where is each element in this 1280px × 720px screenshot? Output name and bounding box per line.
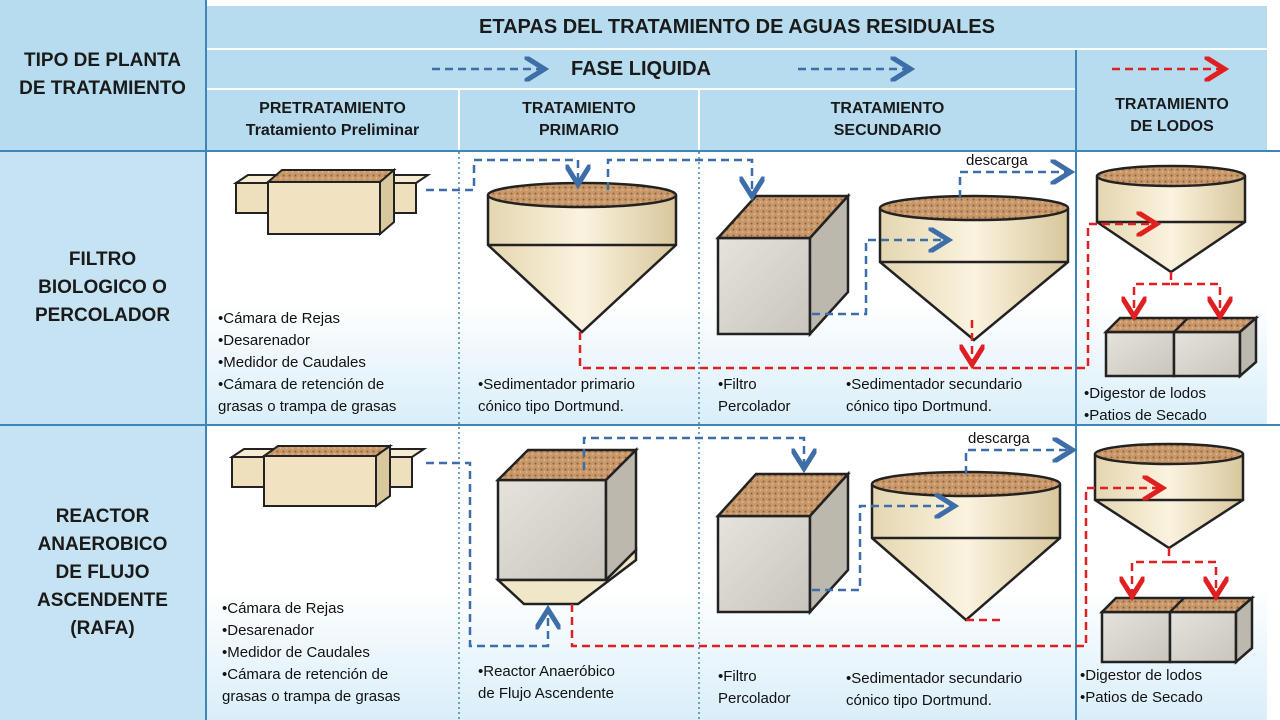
list-item: cónico tipo Dortmund. — [478, 398, 624, 415]
sedimentador-secundario-1 — [878, 194, 1070, 342]
row1-label-line: FILTRO — [68, 249, 137, 270]
list-item: •Reactor Anaeróbico — [478, 663, 615, 680]
prim-items-row2: •Reactor Anaeróbico de Flujo Ascendente — [478, 661, 615, 705]
sec-a-items-row2: •Filtro Percolador — [718, 666, 791, 710]
fase-liquida-header: FASE LIQUIDA — [207, 50, 1075, 88]
descarga-label-2: descarga — [968, 430, 1030, 447]
list-item: cónico tipo Dortmund. — [846, 398, 992, 415]
descarga-label-1: descarga — [966, 152, 1028, 169]
tipo-header-text: TIPO DE PLANTA DE TRATAMIENTO — [19, 50, 186, 99]
row-label-rafa: REACTOR ANAEROBICO DE FLUJO ASCENDENTE (… — [0, 426, 205, 720]
list-item: grasas o trampa de grasas — [222, 688, 401, 705]
list-item: grasas o trampa de grasas — [218, 398, 397, 415]
list-item: •Sedimentador secundario — [846, 376, 1023, 393]
sec-a-items-row1: •Filtro Percolador — [718, 374, 791, 418]
water-flow-row1 — [426, 158, 1068, 316]
tipo-header: TIPO DE PLANTA DE TRATAMIENTO — [0, 0, 205, 150]
row2-label-line: REACTOR — [55, 506, 150, 527]
list-item: •Digestor de lodos — [1084, 385, 1206, 402]
sludge-flow-row2 — [570, 488, 1216, 648]
filtro-percolador-1 — [715, 192, 851, 338]
main-title-text: ETAPAS DEL TRATAMIENTO DE AGUAS RESIDUAL… — [479, 15, 995, 38]
row1-label-line: BIOLOGICO O — [38, 277, 167, 298]
sec-b-items-row1: •Sedimentador secundario cónico tipo Dor… — [846, 374, 1022, 418]
pre-items-row1: •Cámara de Rejas •Desarenador •Medidor d… — [218, 308, 396, 418]
list-item: •Cámara de Rejas — [218, 310, 340, 327]
col-pretratamiento-header: PRETRATAMIENTO Tratamiento Preliminar — [207, 90, 458, 150]
col-pre-line2: Tratamiento Preliminar — [245, 122, 420, 139]
list-item: Percolador — [718, 690, 791, 707]
col-lodos-header: TRATAMIENTO DE LODOS — [1077, 50, 1267, 150]
list-item: •Desarenador — [222, 622, 314, 639]
list-item: •Cámara de Rejas — [222, 600, 344, 617]
col-secundario-header: TRATAMIENTO SECUNDARIO — [700, 90, 1075, 150]
list-item: •Medidor de Caudales — [222, 644, 370, 661]
col-lodos-line2: DE LODOS — [1130, 118, 1214, 135]
fase-liquida-text: FASE LIQUIDA — [570, 57, 711, 80]
row2-label-line: (RAFA) — [70, 618, 135, 639]
pretratamiento-channel-1 — [232, 167, 432, 237]
list-item: •Sedimentador secundario — [846, 670, 1023, 687]
list-item: cónico tipo Dortmund. — [846, 692, 992, 709]
list-item: •Patios de Secado — [1084, 407, 1207, 424]
list-item: •Digestor de lodos — [1080, 667, 1202, 684]
row-label-filtro: FILTRO BIOLOGICO O PERCOLADOR — [0, 152, 205, 424]
sedimentador-primario-1 — [486, 181, 678, 334]
lodos-items-row2: •Digestor de lodos •Patios de Secado — [1080, 665, 1203, 709]
filtro-percolador-2 — [715, 470, 851, 616]
sludge-flow-row1 — [578, 224, 1220, 370]
col-primario-header: TRATAMIENTO PRIMARIO — [460, 90, 698, 150]
col-prim-line2: PRIMARIO — [539, 122, 619, 139]
col-sec-line1: TRATAMIENTO — [830, 100, 945, 117]
digestor-1 — [1095, 164, 1247, 274]
row2-label-line: ANAEROBICO — [37, 534, 168, 555]
col-prim-line1: TRATAMIENTO — [522, 100, 636, 117]
list-item: •Medidor de Caudales — [218, 354, 366, 371]
col-sec-line2: SECUNDARIO — [833, 122, 942, 139]
row2-label-line: ASCENDENTE — [37, 590, 168, 611]
row2-label-line: DE FLUJO — [55, 562, 150, 583]
lodos-items-row1: •Digestor de lodos •Patios de Secado — [1084, 383, 1207, 427]
list-item: •Filtro — [718, 376, 757, 393]
pretratamiento-channel-2 — [228, 444, 428, 508]
prim-items-row1: •Sedimentador primario cónico tipo Dortm… — [478, 374, 635, 418]
col-pre-line1: PRETRATAMIENTO — [259, 100, 406, 117]
list-item: Percolador — [718, 398, 791, 415]
list-item: •Filtro — [718, 668, 757, 685]
sec-b-items-row2: •Sedimentador secundario cónico tipo Dor… — [846, 668, 1022, 712]
patios-secado-2 — [1098, 595, 1256, 665]
digestor-2 — [1093, 442, 1245, 550]
reactor-rafa — [494, 446, 640, 606]
row1-label-line: PERCOLADOR — [34, 305, 171, 326]
list-item: •Desarenador — [218, 332, 310, 349]
list-item: •Sedimentador primario — [478, 376, 635, 393]
col-lodos-line1: TRATAMIENTO — [1115, 96, 1229, 113]
list-item: •Patios de Secado — [1080, 689, 1203, 706]
water-flow-row2 — [426, 436, 1070, 648]
sedimentador-secundario-2 — [870, 470, 1062, 622]
list-item: •Cámara de retención de — [218, 376, 385, 393]
pre-items-row2: •Cámara de Rejas •Desarenador •Medidor d… — [222, 598, 400, 708]
list-item: •Cámara de retención de — [222, 666, 389, 683]
list-item: de Flujo Ascendente — [478, 685, 614, 702]
main-title: ETAPAS DEL TRATAMIENTO DE AGUAS RESIDUAL… — [207, 6, 1267, 48]
patios-secado-1 — [1102, 315, 1260, 379]
